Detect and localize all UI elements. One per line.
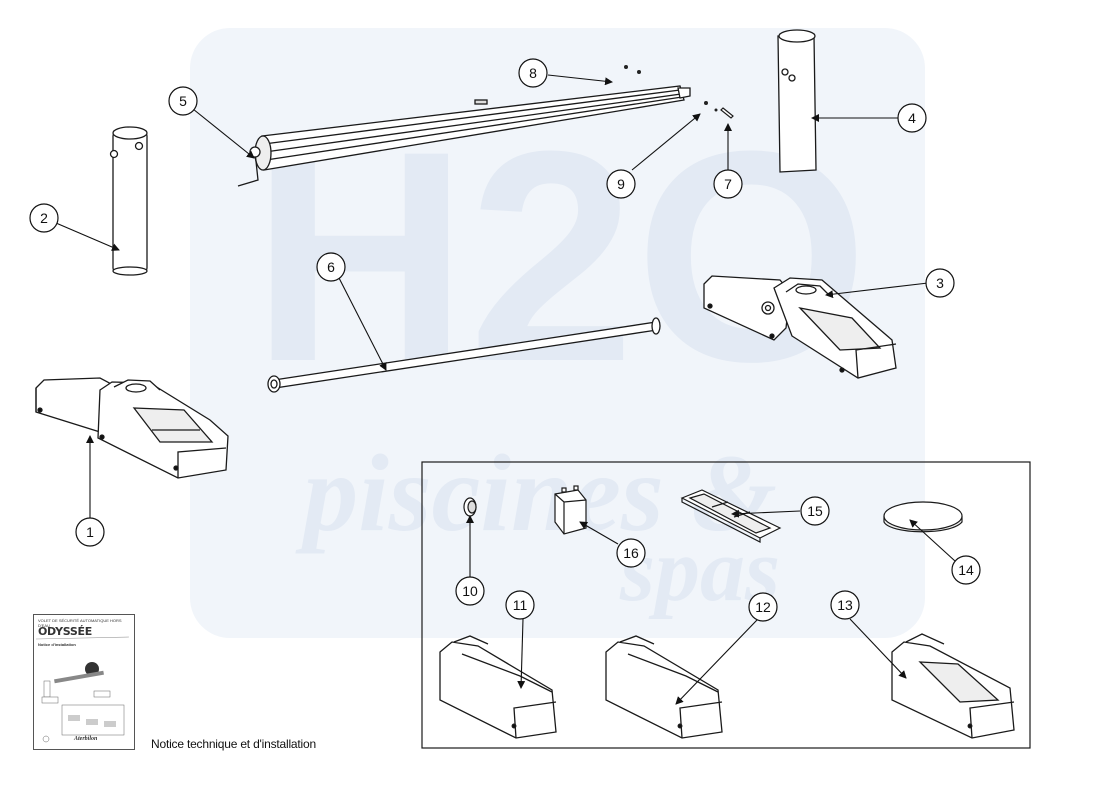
part-1-left-housing [35,377,229,479]
part-8-roller-tube [254,85,691,171]
svg-text:4: 4 [908,110,916,126]
part-9-washer [704,101,718,112]
svg-text:3: 3 [936,275,944,291]
callout-14: 14 [951,555,981,585]
callout-5: 5 [168,86,198,116]
manual-cover-thumbnail: VOLET DE SÉCURITÉ AUTOMATIQUE HORS D'EAU… [33,614,135,750]
part-11-cover [439,635,557,739]
callout-7: 7 [713,169,743,199]
svg-text:5: 5 [179,93,187,109]
svg-text:13: 13 [837,597,853,613]
manual-title: ODYSSÉE [38,625,92,638]
part-7-pin [720,107,734,119]
callouts: 1 2 3 4 5 6 7 8 9 10 11 12 13 14 15 16 [29,58,981,622]
manual-illustration [35,636,130,743]
part-4-right-post [777,29,817,173]
callout-16: 16 [616,538,646,568]
svg-text:16: 16 [623,545,639,561]
svg-text:12: 12 [755,599,771,615]
callout-1: 1 [75,517,105,547]
svg-text:14: 14 [958,562,974,578]
manual-brand-logo: Aterbilon [74,736,98,742]
svg-text:2: 2 [40,210,48,226]
svg-text:9: 9 [617,176,625,192]
part-8-screws [624,65,641,74]
part-15-solar-panel [680,489,782,543]
part-2-left-post [109,126,148,276]
svg-text:15: 15 [807,503,823,519]
svg-text:6: 6 [327,259,335,275]
callout-10: 10 [455,576,485,606]
callout-4: 4 [897,103,927,133]
callout-6: 6 [316,252,346,282]
part-13-cover [891,633,1015,739]
part-6-axle [267,317,661,393]
callout-leaders [55,74,956,705]
callout-15: 15 [800,496,830,526]
callout-3: 3 [925,268,955,298]
callout-12: 12 [748,592,778,622]
callout-13: 13 [830,590,860,620]
manual-caption: Notice technique et d'installation [151,737,316,751]
part-14-round-cap [883,501,963,533]
svg-text:11: 11 [513,597,528,613]
accessories-box [421,461,1031,749]
svg-text:10: 10 [462,583,478,599]
manual-subtitle: Notice d'installation [38,642,76,647]
callout-8: 8 [518,58,548,88]
part-12-cover [605,635,723,739]
callout-11: 11 [505,590,535,620]
svg-text:1: 1 [86,524,94,540]
part-10-plug [463,497,477,517]
part-3-right-housing [703,275,897,379]
callout-2: 2 [29,203,59,233]
manual-header: VOLET DE SÉCURITÉ AUTOMATIQUE HORS D'EAU [38,618,122,628]
svg-text:8: 8 [529,65,537,81]
svg-text:7: 7 [724,176,732,192]
callout-9: 9 [606,169,636,199]
